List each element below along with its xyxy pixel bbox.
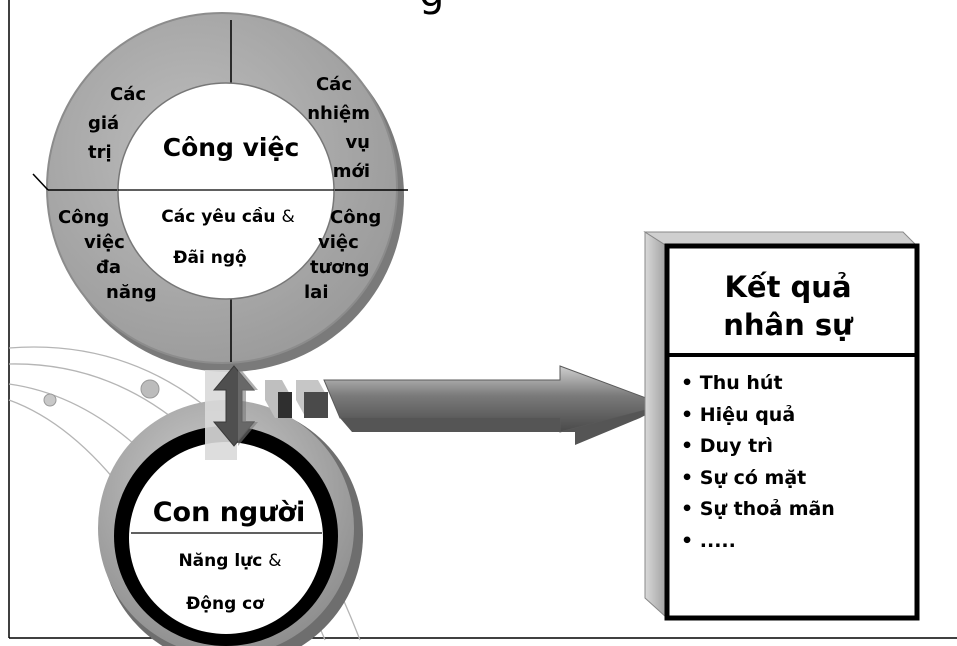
hr-results-title: Kết quả nhân sự xyxy=(668,260,908,352)
segment-new-tasks: Các nhiệm vụ mới xyxy=(270,70,370,186)
wheel-center-requirements: Các yêu cầu xyxy=(161,207,276,227)
wheel-center-amp: & xyxy=(281,207,295,227)
people-competence-line: Năng lực & xyxy=(150,551,310,571)
segment-future-line-4: lai xyxy=(304,282,329,303)
decorative-dot-small xyxy=(43,393,57,407)
segment-multi-line-4: năng xyxy=(106,282,157,303)
hr-results-title-line-1: Kết quả xyxy=(724,270,852,304)
job-wheel-center xyxy=(117,82,335,300)
segment-new-tasks-line-3: vụ xyxy=(345,132,370,153)
segment-values-line-2: giá xyxy=(88,113,120,134)
segment-new-tasks-line-2: nhiệm xyxy=(307,103,370,124)
wheel-center-requirements-line: Các yêu cầu & xyxy=(128,207,328,227)
segment-new-tasks-line-4: mới xyxy=(332,161,370,182)
hr-result-item: Duy trì xyxy=(681,431,835,463)
job-wheel xyxy=(32,12,408,372)
block-arrow-to-results xyxy=(265,365,667,445)
segment-values: Các giá trị xyxy=(88,80,146,167)
title-fragment: g xyxy=(419,0,444,16)
hr-result-item: Sự thoả mãn xyxy=(681,494,835,526)
segment-future-line-1: Công xyxy=(330,207,382,228)
wheel-divider-left xyxy=(32,173,49,191)
segment-multi-line-2: việc xyxy=(84,232,125,253)
segment-values-line-3: trị xyxy=(88,142,112,163)
segment-values-line-1: Các xyxy=(110,84,147,105)
hr-result-item: Sự có mặt xyxy=(681,463,835,495)
segment-future-line-3: tương xyxy=(310,257,370,278)
hr-box-side xyxy=(644,231,668,620)
segment-multi-skill-jobs: Công việc đa năng xyxy=(52,205,172,305)
decorative-dot-large xyxy=(140,379,160,399)
segment-new-tasks-line-1: Các xyxy=(315,74,352,95)
hr-result-item: Thu hút xyxy=(681,368,835,400)
hr-result-item: ..... xyxy=(681,526,835,558)
hr-results-list: Thu hút Hiệu quả Duy trì Sự có mặt Sự th… xyxy=(681,368,835,557)
segment-future-line-2: việc xyxy=(318,232,359,253)
hr-results-title-line-2: nhân sự xyxy=(723,308,853,342)
segment-future-jobs: Công việc tương lai xyxy=(304,205,381,305)
people-title: Con người xyxy=(152,497,306,528)
people-circle xyxy=(98,400,363,646)
people-competence: Năng lực xyxy=(178,551,263,571)
hr-result-item: Hiệu quả xyxy=(681,400,835,432)
people-motivation: Động cơ xyxy=(186,594,264,614)
wheel-center-title: Công việc xyxy=(162,133,300,162)
double-arrow-vertical xyxy=(205,365,258,460)
people-circle-face xyxy=(129,442,323,634)
people-amp: & xyxy=(268,551,282,571)
segment-multi-line-1: Công xyxy=(58,207,110,228)
segment-multi-line-3: đa xyxy=(96,257,122,278)
wheel-center-rewards: Đãi ngộ xyxy=(173,248,247,268)
